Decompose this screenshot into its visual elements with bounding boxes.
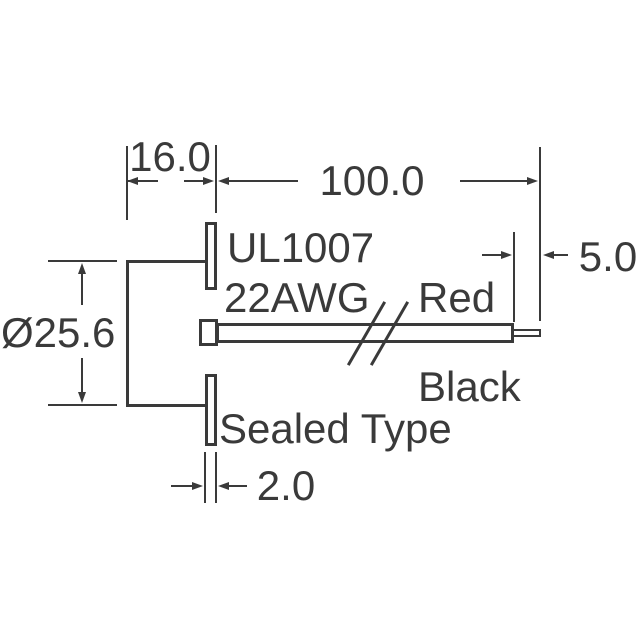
dim-16-shaft-left <box>128 180 158 182</box>
flange-bottom-plate <box>205 374 217 446</box>
ext-line-diameter-top <box>48 260 117 262</box>
dim-diameter-label: Ø25.6 <box>1 309 116 356</box>
dim-diameter-arrowhead-down <box>78 392 86 403</box>
dim-5-label: 5.0 <box>578 233 638 280</box>
dim-100-shaft-right <box>460 180 530 182</box>
dim-2-shaft-right <box>226 485 247 487</box>
dim-5-arrowhead-right <box>543 251 554 259</box>
dim-diameter-shaft-top <box>81 272 83 305</box>
dim-5-arrowhead-left <box>501 251 512 259</box>
ext-line-5-left <box>513 232 515 322</box>
dim-5-shaft-left <box>482 254 504 256</box>
dim-5-shaft-right <box>551 254 568 256</box>
ext-line-2-left <box>204 452 206 503</box>
buzzer-body-outline <box>126 260 205 407</box>
wire-lead-tip <box>512 329 541 337</box>
dim-2-arrowhead-right <box>218 482 229 490</box>
dim-16-arrowhead-left <box>127 177 138 185</box>
dim-100-arrowhead-left <box>218 177 229 185</box>
dim-100-arrowhead-right <box>527 177 538 185</box>
dim-2-shaft-left <box>171 485 195 487</box>
black-wire-label: Black <box>418 363 521 410</box>
dim-16-label: 16.0 <box>129 133 211 180</box>
dim-2-arrowhead-left <box>192 482 203 490</box>
dim-diameter-shaft-bottom <box>81 358 83 394</box>
dim-2-label: 2.0 <box>256 462 316 509</box>
dim-16-arrowhead-right <box>203 177 214 185</box>
dim-100-shaft-left <box>226 180 298 182</box>
ext-line-100-right <box>539 147 541 321</box>
sealed-type-label: Sealed Type <box>219 405 452 452</box>
dim-100-label: 100.0 <box>319 157 425 204</box>
wire-spec-line2-label: 22AWG <box>224 274 370 321</box>
ext-line-16-right <box>215 145 217 213</box>
flange-top-plate <box>205 222 217 290</box>
wire-terminal-block <box>199 319 218 346</box>
ext-line-2-right <box>215 452 217 503</box>
wire-spec-line1-label: UL1007 <box>227 224 375 271</box>
dim-diameter-arrowhead-up <box>78 263 86 274</box>
red-wire-label: Red <box>418 274 496 321</box>
dim-16-shaft-right <box>184 180 208 182</box>
ext-line-diameter-bottom <box>48 404 117 406</box>
